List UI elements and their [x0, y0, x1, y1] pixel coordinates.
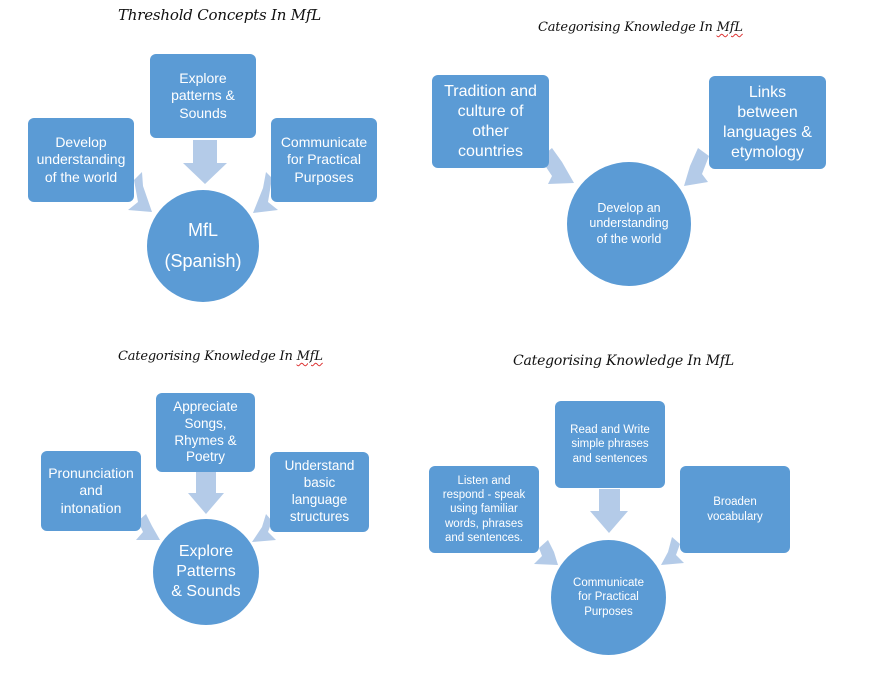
center-label: MfL (Spanish) [164, 220, 242, 271]
concept-box: Broaden vocabulary [680, 466, 790, 553]
concept-label: Appreciate Songs, Rhymes & Poetry [173, 398, 238, 465]
concept-box: Links between languages & etymology [709, 76, 826, 169]
center-circle: Develop an understanding of the world [567, 162, 691, 286]
diagram-title: Categorising Knowledge In MfL [538, 20, 743, 35]
concept-box: Tradition and culture of other countries [432, 75, 549, 168]
center-circle: MfL (Spanish) [147, 190, 259, 302]
center-circle: Communicate for Practical Purposes [551, 540, 666, 655]
arrow-down [183, 140, 227, 184]
concept-box: Read and Write simple phrases and senten… [555, 401, 665, 488]
arrow-down-left [684, 148, 709, 186]
arrow-down [188, 472, 224, 514]
arrow-down-left [661, 537, 684, 565]
concept-label: Broaden vocabulary [707, 496, 763, 523]
arrow-down-left [253, 172, 278, 213]
concept-label: Listen and respond - speak using familia… [442, 474, 526, 545]
concept-label: Links between languages & etymology [723, 83, 812, 161]
concept-box: Listen and respond - speak using familia… [429, 466, 539, 553]
center-circle: Explore Patterns & Sounds [153, 519, 259, 625]
concept-label: Tradition and culture of other countries [444, 82, 537, 160]
arrow-down-right [534, 540, 558, 565]
concept-label: Explore patterns & Sounds [171, 69, 235, 121]
concept-box: Pronunciation and intonation [41, 451, 141, 531]
concept-label: Understand basic language structures [284, 458, 355, 524]
concept-label: Develop understanding of the world [36, 133, 126, 185]
concept-box: Appreciate Songs, Rhymes & Poetry [156, 393, 255, 472]
arrow-down [590, 489, 628, 533]
arrow-down-right [128, 172, 152, 212]
concept-label: Communicate for Practical Purposes [280, 133, 368, 185]
concept-box: Develop understanding of the world [28, 118, 134, 202]
diagram-title: Categorising Knowledge In MfL [118, 349, 323, 364]
concept-box: Explore patterns & Sounds [150, 54, 256, 138]
concept-box: Communicate for Practical Purposes [271, 118, 377, 202]
center-label: Explore Patterns & Sounds [171, 543, 241, 600]
concept-box: Understand basic language structures [270, 452, 369, 532]
concept-label: Pronunciation and intonation [48, 464, 134, 516]
center-label: Communicate for Practical Purposes [573, 576, 644, 618]
arrow-down-right [136, 514, 160, 540]
diagram-title: Threshold Concepts In MfL [118, 6, 322, 24]
concept-label: Read and Write simple phrases and senten… [570, 423, 650, 465]
center-label: Develop an understanding of the world [589, 200, 669, 246]
diagram-title: Categorising Knowledge In MfL [513, 353, 734, 369]
